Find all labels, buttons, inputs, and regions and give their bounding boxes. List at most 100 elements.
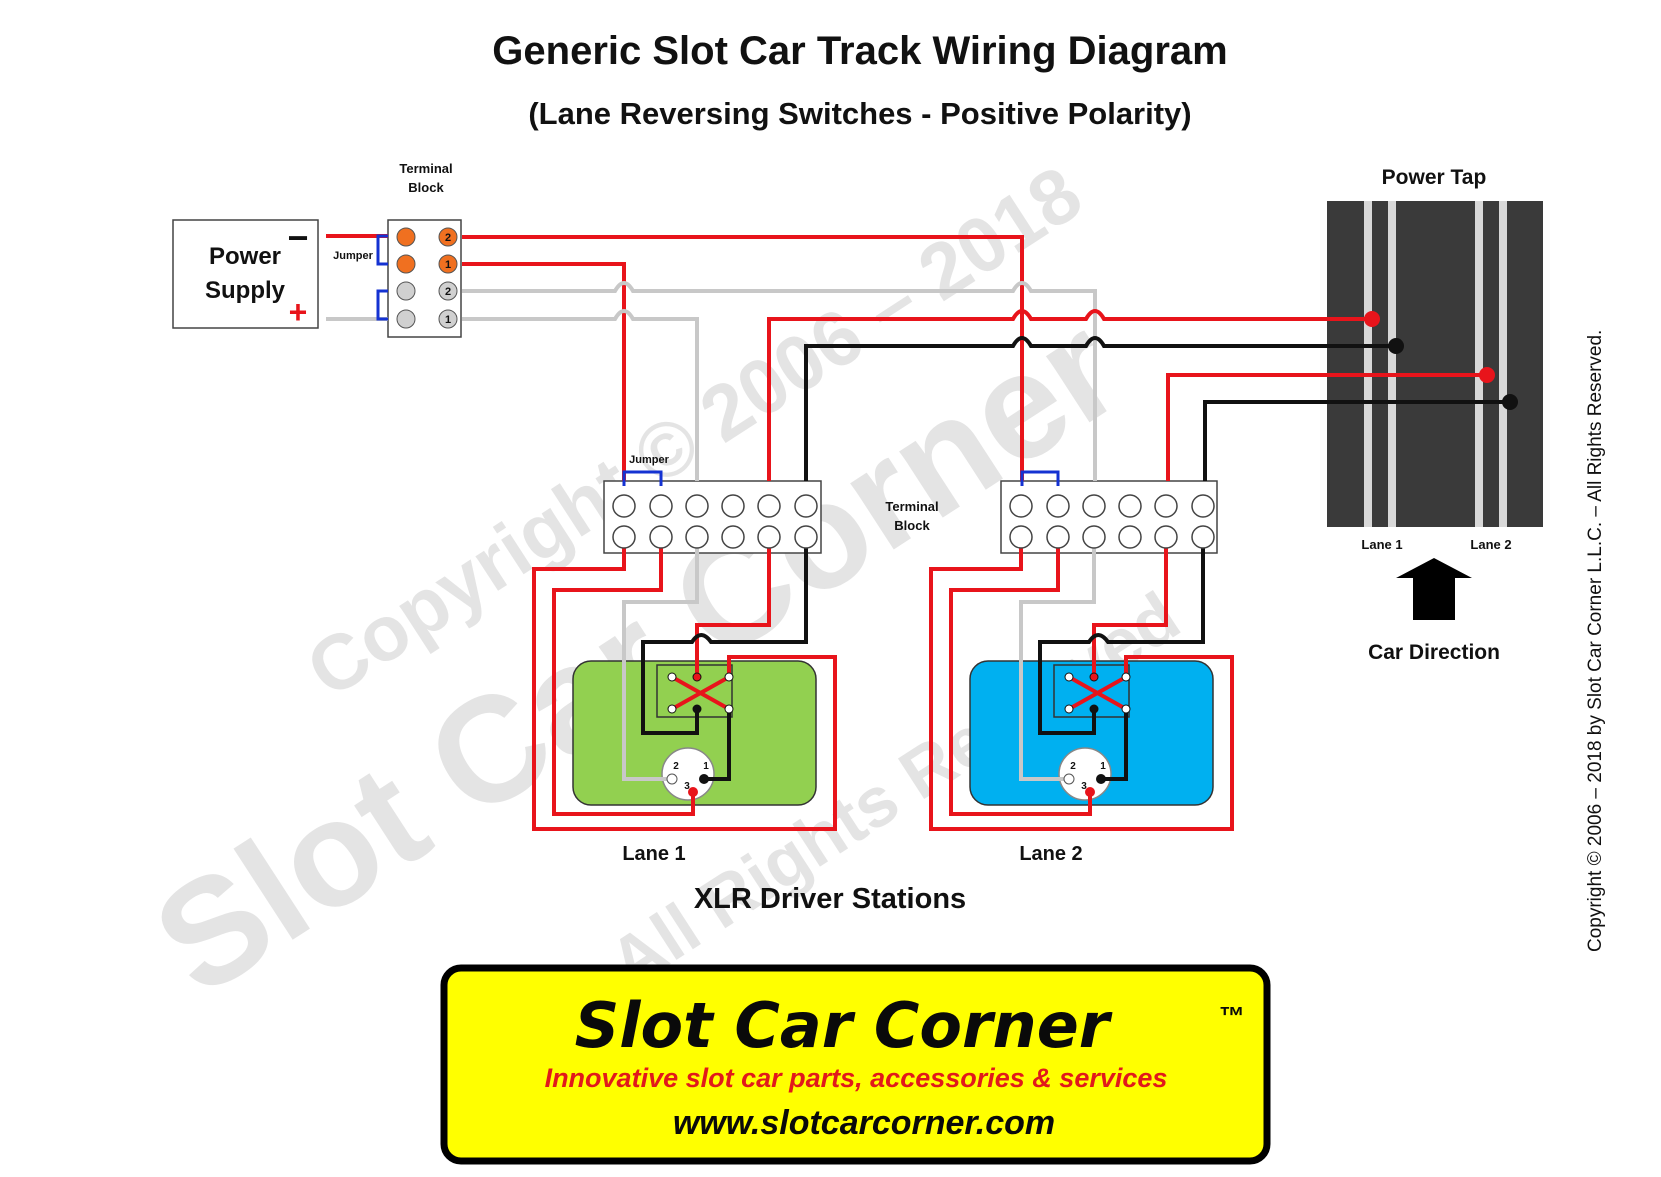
terminal-top-number-3: 1 [445, 314, 451, 326]
terminal-top-right-1 [438, 254, 458, 274]
minus-sign: − [287, 217, 308, 258]
power-tap-lane2-label: Lane 2 [1470, 537, 1511, 552]
jumper-label-top: Jumper [333, 250, 373, 262]
plus-sign: + [289, 294, 308, 330]
xlr1-pin-label-0: 2 [673, 761, 679, 772]
terminal-lane1-5-0 [794, 494, 818, 518]
lane2-wire-inner-red [949, 537, 1092, 816]
terminal-lane2-3-1 [1118, 525, 1142, 549]
power-tap: Power Tap Lane 1 Lane 2 [1327, 166, 1543, 552]
switch1-contact-0 [667, 672, 677, 682]
wire-red-main-lane1 [462, 262, 626, 481]
power-tap-label: Power Tap [1382, 166, 1487, 189]
terminal-top-left-2 [396, 281, 416, 301]
lane1-wire-inner-red [552, 537, 695, 816]
switch2-contact-3 [1064, 704, 1074, 714]
terminal-lane2-2-1 [1082, 525, 1106, 549]
wire-lane2-black-track [1203, 400, 1510, 481]
terminal-lane1-2-1 [685, 525, 709, 549]
wire-grey-lane2 [462, 281, 1097, 481]
terminal-lane2-2-0 [1082, 494, 1106, 518]
power-supply-label-2: Supply [205, 277, 286, 304]
logo-tagline: Innovative slot car parts, accessories &… [545, 1063, 1168, 1093]
terminal-top-right-0 [438, 227, 458, 247]
lane2-wire-switch-red [1092, 537, 1168, 674]
terminal-lane1-1-0 [649, 494, 673, 518]
lane2-wire-switch-black [1038, 537, 1205, 735]
xlr2-pin1 [1096, 774, 1106, 784]
switch2-contact-0 [1064, 672, 1074, 682]
terminal-block-top-label-1: Terminal [399, 161, 452, 176]
terminal-lane1-2-0 [685, 494, 709, 518]
car-direction-label: Car Direction [1368, 641, 1500, 664]
xlr2-pin-label-2: 3 [1081, 781, 1087, 792]
terminal-lane1-1-1 [649, 525, 673, 549]
terminal-lane2-0-0 [1009, 494, 1033, 518]
switch1-contact-2 [724, 672, 734, 682]
lane1-wire-xlr-black [704, 709, 731, 781]
terminal-lane2-4-1 [1154, 525, 1178, 549]
wire-grey-lane1 [462, 309, 699, 481]
track-connection-dot-2 [1479, 367, 1495, 383]
terminal-lane2-3-0 [1118, 494, 1142, 518]
terminal-lane2-5-1 [1191, 525, 1215, 549]
xlr1-pin-label-2: 3 [684, 781, 690, 792]
switch1-contact-4 [692, 704, 702, 714]
lane2-station-label: Lane 2 [1019, 843, 1082, 865]
car-direction-arrow-icon [1396, 558, 1472, 620]
xlr1-pin3 [688, 787, 698, 797]
copyright-vertical: Copyright © 2006 – 2018 by Slot Car Corn… [1585, 330, 1606, 952]
jumper-mid-lane2 [1020, 470, 1060, 486]
lane2-switch-cross [1068, 675, 1127, 711]
logo-banner: Slot Car Corner ™ Innovative slot car pa… [440, 964, 1271, 1165]
jumper-label-mid: Jumper [629, 454, 669, 466]
switch1-contact-1 [692, 672, 702, 682]
lane1-wire-grey [622, 537, 699, 781]
terminal-lane1-3-0 [721, 494, 745, 518]
lane2-wire-xlr-black [1101, 709, 1128, 781]
xlr2-pin-label-0: 2 [1070, 761, 1076, 772]
xlr2-pin2 [1063, 773, 1075, 785]
lane2-wire-grey [1019, 537, 1096, 781]
logo-url: www.slotcarcorner.com [673, 1104, 1055, 1142]
lane1-station-label: Lane 1 [622, 843, 685, 865]
logo-tm: ™ [1219, 1001, 1245, 1031]
terminal-top-left-0 [396, 227, 416, 247]
terminal-top-left-1 [396, 254, 416, 274]
terminal-top-number-2: 2 [445, 286, 451, 298]
switch1-contact-5 [724, 704, 734, 714]
terminal-block-mid-label-2: Block [894, 518, 930, 533]
terminal-lane1-5-1 [794, 525, 818, 549]
diagram-subtitle: (Lane Reversing Switches - Positive Pola… [528, 96, 1191, 131]
switch2-contact-4 [1089, 704, 1099, 714]
terminal-top-left-3 [396, 309, 416, 329]
terminal-lane2-0-1 [1009, 525, 1033, 549]
xlr1-pin2 [666, 773, 678, 785]
terminal-lane2-4-0 [1154, 494, 1178, 518]
switch2-contact-1 [1089, 672, 1099, 682]
terminal-block-lane2: Terminal Block [885, 480, 1218, 554]
track-connection-dot-3 [1502, 394, 1518, 410]
lane1-wire-outer-red [532, 537, 837, 831]
terminal-block-top-label-2: Block [408, 180, 444, 195]
lane1-wire-switch-red [695, 537, 771, 674]
track-connection-dot-1 [1388, 338, 1404, 354]
car-direction: Car Direction [1368, 558, 1500, 664]
wires [326, 234, 1510, 831]
jumper-top-grey [376, 289, 388, 321]
lane1-wire-switch-black [641, 537, 808, 735]
wire-lane1-black-track [804, 336, 1396, 481]
terminal-top-number-1: 1 [445, 259, 451, 271]
terminal-top-number-0: 2 [445, 232, 451, 244]
terminal-block-top: Terminal Block Jumper [333, 161, 462, 338]
logo-title: Slot Car Corner [575, 989, 1113, 1062]
xlr1-pin1 [699, 774, 709, 784]
wire-lane2-red-track [1166, 373, 1487, 481]
terminal-lane1-4-0 [757, 494, 781, 518]
xlr1-pin-label-1: 1 [703, 761, 709, 772]
jumper-mid-lane1 [622, 470, 663, 486]
lane1-switch-cross [671, 675, 730, 711]
switch2-contact-2 [1121, 672, 1131, 682]
